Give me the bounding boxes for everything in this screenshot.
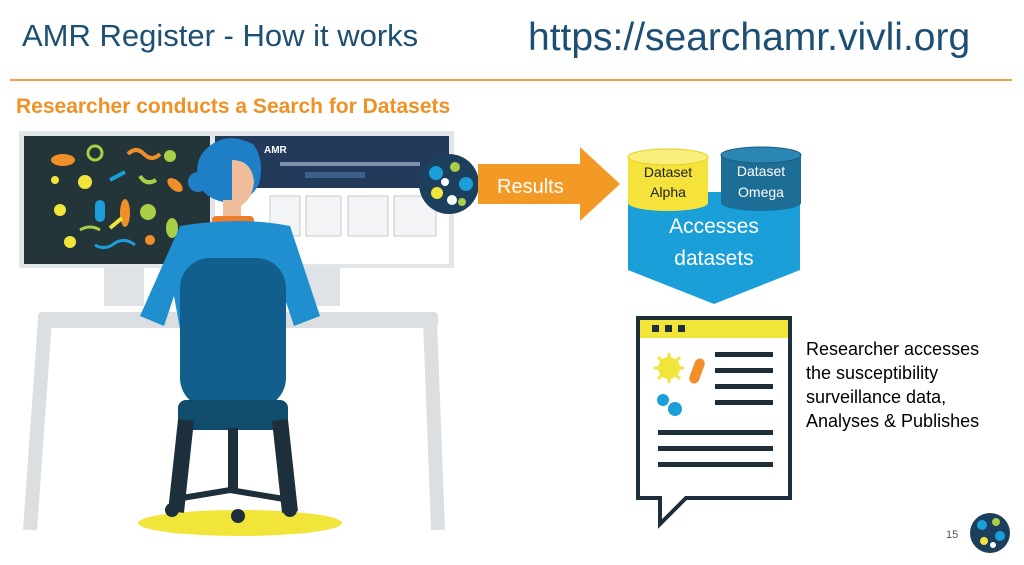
dataset-omega-line2: Omega [738,184,784,200]
footer-logo-icon [970,513,1010,553]
description-line: surveillance data, [806,387,947,407]
document-icon [636,316,792,529]
slide-title: AMR Register - How it works [22,18,419,53]
description-text: Researcher accesses the susceptibility s… [806,337,1016,433]
page-number: 15 [946,529,959,541]
researcher-figure [140,138,320,523]
speech-bubble-icon [636,316,792,529]
dataset-alpha-line2: Alpha [650,184,686,200]
globe-logo-icon [419,154,479,214]
accesses-line1: Accesses [669,215,759,238]
access-funnel: Accesses datasets [628,192,800,304]
accesses-line2: datasets [674,247,753,270]
url-link[interactable]: https://searchamr.vivli.org [528,16,971,59]
description-line: Researcher accesses [806,339,980,359]
title-divider [10,79,1012,81]
right-monitor: AMR [210,131,454,306]
results-label: Results [497,176,564,198]
description-line: the susceptibility [806,363,939,383]
desk [23,312,445,531]
section-subtitle: Researcher conducts a Search for Dataset… [16,95,451,118]
results-arrow: Results [478,147,620,221]
dataset-alpha-line1: Dataset [644,164,692,180]
dataset-omega-line1: Dataset [737,163,785,179]
bacteria-icon [51,144,183,250]
description-line: Analyses & Publishes [806,411,980,431]
screen-brand: AMR [264,145,288,156]
dataset-alpha: Dataset Alpha [627,148,709,211]
dataset-omega: Dataset Omega [720,146,802,211]
